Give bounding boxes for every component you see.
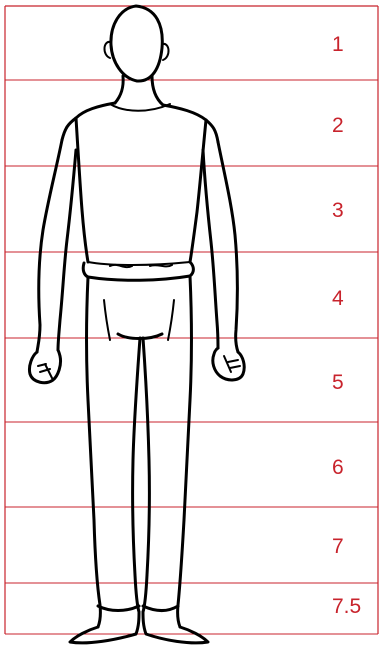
left-leg-crease <box>104 300 110 340</box>
shirt-hem <box>88 262 190 265</box>
right-shoulder <box>163 105 218 142</box>
right-leg-outer <box>178 276 192 627</box>
left-cuff <box>98 606 139 611</box>
left-leg-inner <box>133 338 140 612</box>
left-arm-inner <box>58 150 76 350</box>
right-arm-outer <box>218 142 238 352</box>
right-cuff <box>143 606 178 611</box>
right-fist-fingers <box>224 356 240 372</box>
torso-right-side <box>190 120 206 262</box>
proportion-label-1: 1 <box>332 34 344 55</box>
left-arm-outer <box>37 140 62 352</box>
right-arm-inner <box>203 150 218 348</box>
proportion-label-2: 2 <box>332 115 344 136</box>
proportion-label-4: 4 <box>332 288 344 309</box>
left-shoulder <box>62 103 115 140</box>
proportion-label-6: 6 <box>332 457 344 478</box>
left-fist-fingers <box>38 364 52 378</box>
proportion-label-7: 7 <box>332 536 344 557</box>
proportion-label-3: 3 <box>332 200 344 221</box>
left-foot <box>70 612 139 643</box>
left-fist <box>29 350 60 383</box>
right-foot <box>143 612 208 643</box>
human-figure <box>29 6 244 643</box>
right-leg-crease <box>168 300 174 340</box>
head <box>111 6 162 81</box>
torso-left-side <box>76 118 88 262</box>
left-leg-outer <box>87 277 101 627</box>
proportion-label-7-5: 7.5 <box>332 596 361 617</box>
proportion-label-5: 5 <box>332 372 344 393</box>
right-leg-inner <box>143 338 149 612</box>
